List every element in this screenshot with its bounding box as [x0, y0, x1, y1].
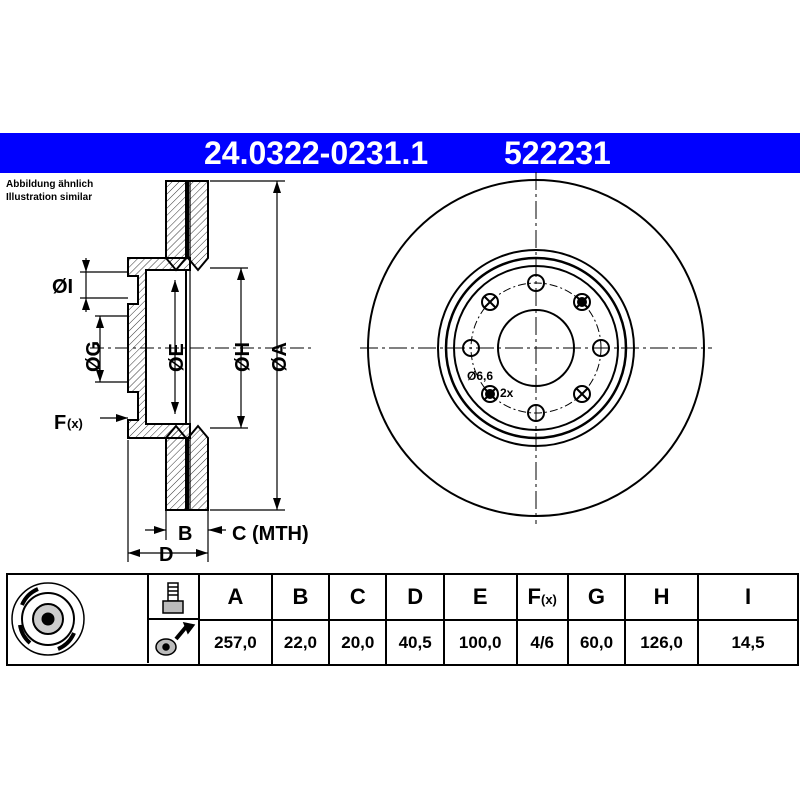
spec-table: A B C D E F(x) G H I 257,0 22,0 20,0 40,…: [6, 573, 799, 666]
tighten-icon: [155, 621, 196, 656]
threaded-hole-tr: [573, 293, 591, 311]
part-number: 24.0322-0231.1: [204, 135, 429, 171]
value-f: 4/6: [515, 619, 569, 666]
section-view: [127, 180, 209, 511]
label-f: F: [54, 412, 66, 434]
threaded-hole-bl: [481, 385, 499, 403]
col-header-g: G: [566, 573, 627, 621]
hole-left: [462, 339, 480, 357]
value-b: 22,0: [270, 619, 331, 666]
disc-section-upper: [165, 180, 209, 272]
label-dia-g: ØG: [83, 341, 105, 372]
col-header-e: E: [442, 573, 518, 621]
label-c: C (MTH): [232, 523, 309, 545]
col-header-f-letter: F: [527, 584, 541, 609]
col-header-i: I: [697, 573, 799, 621]
value-h: 126,0: [624, 619, 699, 666]
ref-number: 522231: [504, 135, 611, 171]
label-dia-e: ØE: [166, 343, 188, 372]
crossed-hole-tl: [481, 293, 499, 311]
note-line-2: Illustration similar: [6, 192, 93, 203]
front-view: [360, 172, 712, 524]
col-header-b: B: [270, 573, 331, 621]
hole-bottom: [527, 404, 545, 422]
value-c: 20,0: [328, 619, 388, 666]
icon-cell: [6, 573, 200, 666]
label-f-sub: (x): [67, 416, 83, 431]
spec-value-row: 257,0 22,0 20,0 40,5 100,0 4/6 60,0 126,…: [7, 619, 799, 666]
value-e: 100,0: [442, 619, 518, 666]
hole-right: [592, 339, 610, 357]
crossed-hole-br: [573, 385, 591, 403]
label-dia-h: ØH: [232, 342, 254, 372]
label-b: B: [178, 523, 192, 545]
header-banner: 24.0322-0231.1 522231: [0, 133, 800, 173]
value-d: 40,5: [385, 619, 445, 666]
value-g: 60,0: [566, 619, 627, 666]
hub-section: [127, 257, 191, 439]
spec-header-row: A B C D E F(x) G H I: [6, 573, 799, 666]
illustration-note: Abbildung ähnlich Illustration similar: [6, 178, 93, 204]
hole-top: [527, 274, 545, 292]
label-dia-i: ØI: [52, 276, 73, 298]
value-a: 257,0: [198, 619, 273, 666]
bolt-icon: [162, 582, 184, 614]
col-header-d: D: [385, 573, 445, 621]
col-header-f-sub: (x): [540, 592, 557, 607]
dimension-arrows: [82, 181, 281, 557]
col-header-c: C: [328, 573, 388, 621]
front-hole-label: Ø6,6: [467, 369, 493, 383]
icon-cell-graphics: [11, 575, 198, 663]
note-line-1: Abbildung ähnlich: [6, 179, 94, 190]
disc-thumbnail-icon: [11, 582, 85, 656]
label-dia-a: ØA: [269, 342, 291, 372]
front-count-label: 2x: [500, 386, 514, 400]
col-header-f: F(x): [515, 573, 569, 621]
col-header-a: A: [198, 573, 273, 621]
value-i: 14,5: [697, 619, 799, 666]
col-header-h: H: [624, 573, 699, 621]
label-d: D: [159, 544, 173, 566]
